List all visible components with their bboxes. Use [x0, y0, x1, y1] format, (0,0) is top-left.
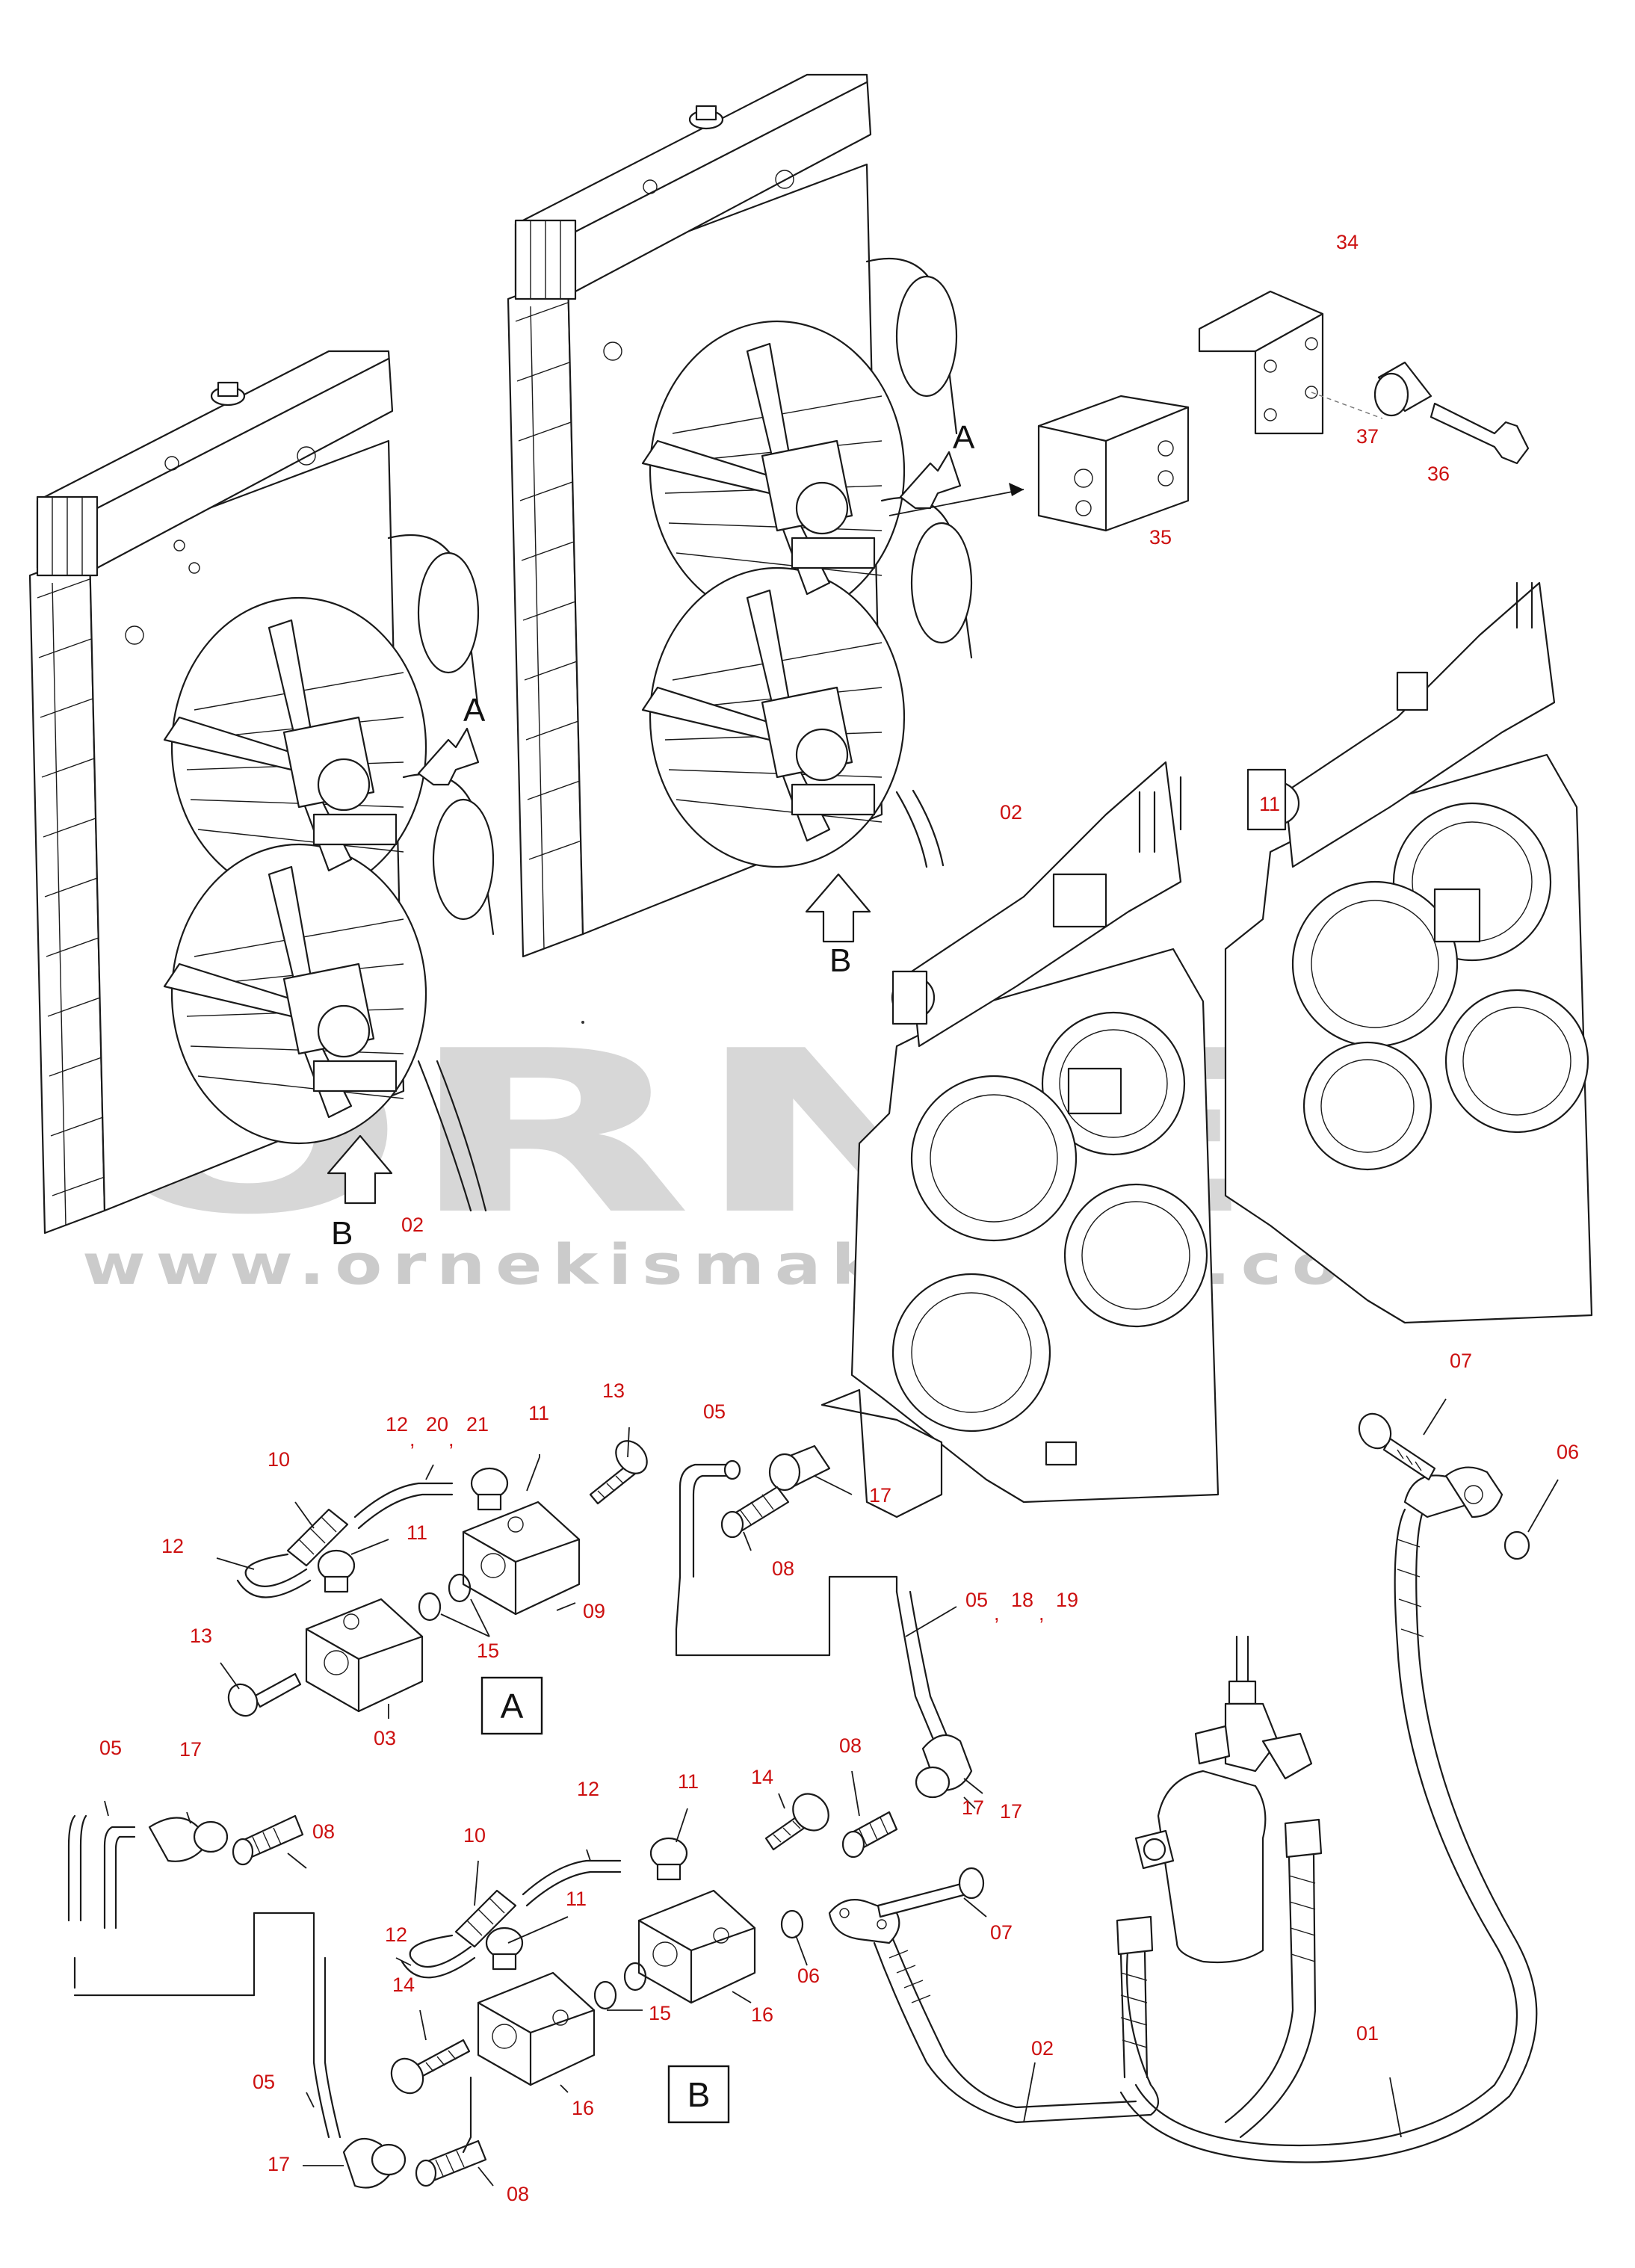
view-box-a	[480, 1676, 543, 1735]
callout-13-a-left: 13	[190, 1625, 212, 1647]
callout-17-a-top: 17	[869, 1484, 891, 1507]
callout-17-a-right: 17	[1000, 1800, 1022, 1823]
callout-05-a-right: 05	[965, 1589, 988, 1611]
callout-05-b-bottom: 05	[253, 2071, 275, 2093]
radiator-assembly-left	[28, 350, 495, 1235]
callout-11-a-top: 11	[528, 1402, 549, 1424]
callout-10-b: 10	[463, 1824, 486, 1847]
callout-13-a-top: 13	[602, 1379, 625, 1402]
callout-15-a: 15	[477, 1640, 499, 1662]
callout-36: 36	[1427, 463, 1450, 485]
callout-05-a-top: 05	[703, 1400, 726, 1423]
callout-03: 03	[374, 1727, 396, 1749]
separator-19: ,	[1039, 1602, 1045, 1625]
callout-15-b: 15	[649, 2002, 671, 2024]
callout-17-b-right: 17	[962, 1796, 984, 1819]
callout-19: 19	[1056, 1589, 1078, 1611]
callout-16-b-right: 16	[751, 2003, 773, 2026]
callout-12-a-top: 12	[386, 1413, 408, 1436]
transmission-housings	[820, 581, 1593, 1518]
callout-08-b-bottom: 08	[507, 2183, 529, 2205]
callout-14-b-left: 14	[392, 1974, 415, 1996]
callout-07-top: 07	[1450, 1350, 1472, 1372]
callout-11-top: 11	[1259, 793, 1280, 815]
tube-12-left	[244, 1553, 308, 1587]
block-03	[305, 1598, 424, 1713]
view-box-b	[667, 2065, 730, 2124]
callout-12-b-left: 12	[385, 1924, 407, 1946]
bracket-34	[1198, 290, 1324, 435]
o-ring-06-top	[1503, 1530, 1530, 1560]
block-16-right	[637, 1889, 756, 2004]
tube-12-b-left	[409, 1934, 472, 1968]
view-letter-a-left: A	[463, 692, 486, 729]
bolt-36	[1430, 402, 1530, 465]
callout-17-b-left: 17	[179, 1738, 202, 1761]
block-09	[462, 1501, 581, 1616]
view-box-b-label: B	[687, 2075, 711, 2114]
callout-06-b: 06	[797, 1965, 820, 1987]
callout-06-top: 06	[1557, 1441, 1579, 1463]
callout-35: 35	[1149, 526, 1172, 549]
detail-b-parts	[67, 1793, 1160, 2189]
screw-14-b-left	[413, 2039, 471, 2079]
tube-12-top	[353, 1482, 454, 1518]
callout-37: 37	[1356, 425, 1379, 448]
callouts: 02 02 11 34 35 36 37 10 12 , 20 , 21 11 …	[99, 231, 1579, 2205]
o-ring-15-b	[593, 1980, 617, 2010]
separator-21: ,	[448, 1428, 454, 1450]
screw-07-b	[877, 1882, 968, 1918]
tube-12-b-top	[522, 1859, 622, 1896]
callout-08-b-left: 08	[312, 1820, 335, 1843]
callout-02-left: 02	[401, 1214, 424, 1236]
filter-housing	[1157, 1770, 1267, 1964]
callout-09: 09	[583, 1600, 605, 1622]
separator-20: ,	[409, 1428, 415, 1450]
tube-05-b-left	[103, 1826, 136, 1929]
callout-17-b-bottom: 17	[268, 2153, 290, 2175]
fitting-10-b	[454, 1889, 517, 1948]
mount-parts	[1037, 290, 1530, 532]
callout-21: 21	[466, 1413, 489, 1436]
callout-02-bottom: 02	[1031, 2037, 1054, 2060]
view-letter-b-left: B	[331, 1215, 353, 1252]
callout-11-a-mid: 11	[407, 1521, 427, 1544]
o-ring-15-a	[418, 1592, 442, 1622]
callout-07-b: 07	[990, 1921, 1013, 1944]
detail-a-parts	[216, 1427, 983, 1799]
block-35	[1037, 395, 1190, 532]
view-box-a-label: A	[501, 1687, 524, 1725]
filter-assembly	[1116, 1398, 1559, 2163]
callout-12-b-top: 12	[577, 1778, 599, 1800]
screw-13-left	[253, 1672, 302, 1708]
screw-07-top	[1382, 1437, 1436, 1481]
fitting-10	[286, 1508, 349, 1567]
callout-10-a: 10	[268, 1448, 290, 1471]
callout-08-a-top: 08	[772, 1557, 794, 1580]
separator-18: ,	[994, 1602, 1000, 1625]
callout-34: 34	[1336, 231, 1359, 253]
callout-02-right: 02	[1000, 801, 1022, 824]
callout-01: 01	[1356, 2022, 1379, 2045]
callout-11-b-top: 11	[678, 1770, 699, 1793]
leaders-b	[104, 1770, 1402, 2187]
view-letter-b-right: B	[829, 942, 851, 979]
tube-05-a	[675, 1463, 734, 1631]
callout-05-b-left: 05	[99, 1737, 122, 1759]
callout-16-b-left: 16	[572, 2097, 594, 2119]
o-ring-06-b	[780, 1909, 804, 1939]
callout-20: 20	[426, 1413, 448, 1436]
view-letter-a-right: A	[953, 419, 975, 456]
callout-08-b-top: 08	[839, 1734, 862, 1757]
block-16-left	[477, 1971, 596, 2086]
callout-14-b-top: 14	[751, 1766, 773, 1788]
callout-12-a-left: 12	[161, 1535, 184, 1557]
callout-18: 18	[1011, 1589, 1033, 1611]
callout-11-b-mid: 11	[566, 1888, 587, 1910]
radiator-assembly-right	[507, 73, 1024, 958]
